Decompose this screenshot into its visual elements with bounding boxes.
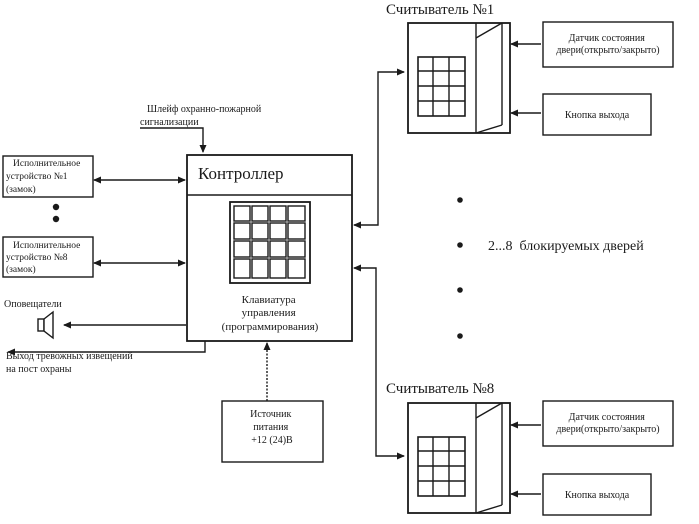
controller-keypad: [229, 201, 311, 284]
reader-8-title: Считыватель №8: [386, 381, 494, 397]
reader-8-bus: [353, 264, 405, 460]
reader-1-title: Считыватель №1: [386, 2, 494, 18]
exit-button-1-label: Кнопка выхода: [565, 110, 630, 121]
exit-button-8-label: Кнопка выхода: [565, 490, 630, 501]
exit-button-box-1: [542, 93, 652, 136]
reader-1-device: [407, 22, 511, 134]
sounders-label: Оповещатели: [4, 299, 62, 310]
door-sensor-box-1: [542, 21, 674, 68]
alarm-output-arrow: [7, 341, 206, 356]
power-supply-label: Источник питания +12 (24)В: [250, 409, 294, 446]
actuator-ellipsis: [52, 203, 60, 223]
reader-1-bus: [353, 68, 405, 229]
reader-ellipsis: [457, 197, 463, 339]
fire-alarm-loop-arrow: [140, 127, 207, 153]
speaker-icon: [37, 310, 54, 340]
fire-alarm-loop-label: Шлейф охранно-пожарной сигнализации: [140, 104, 264, 128]
door-sensor-box-8: [542, 400, 674, 447]
actuator-1-label: Исполнительное устройство №1 (замок): [6, 159, 83, 195]
door-sensor-8-label: Датчик состояния двери(открыто/закрыто): [556, 412, 659, 435]
alarm-output-label: Выход тревожных извещений на пост охраны: [6, 351, 135, 375]
keypad-label: Клавиатура управления (программирования): [222, 294, 319, 333]
doors-count-label: 2...8 блокируемых дверей: [488, 239, 644, 254]
controller-title: Контроллер: [198, 164, 284, 183]
actuator-8-label: Исполнительное устройство №8 (замок): [6, 241, 83, 275]
actuator-box-8: [2, 236, 94, 278]
controller-box: [186, 154, 353, 342]
power-supply-box: [221, 400, 324, 463]
door-sensor-1-label: Датчик состояния двери(открыто/закрыто): [556, 33, 659, 56]
exit-button-box-8: [542, 473, 652, 516]
reader-8-device: [407, 402, 511, 514]
